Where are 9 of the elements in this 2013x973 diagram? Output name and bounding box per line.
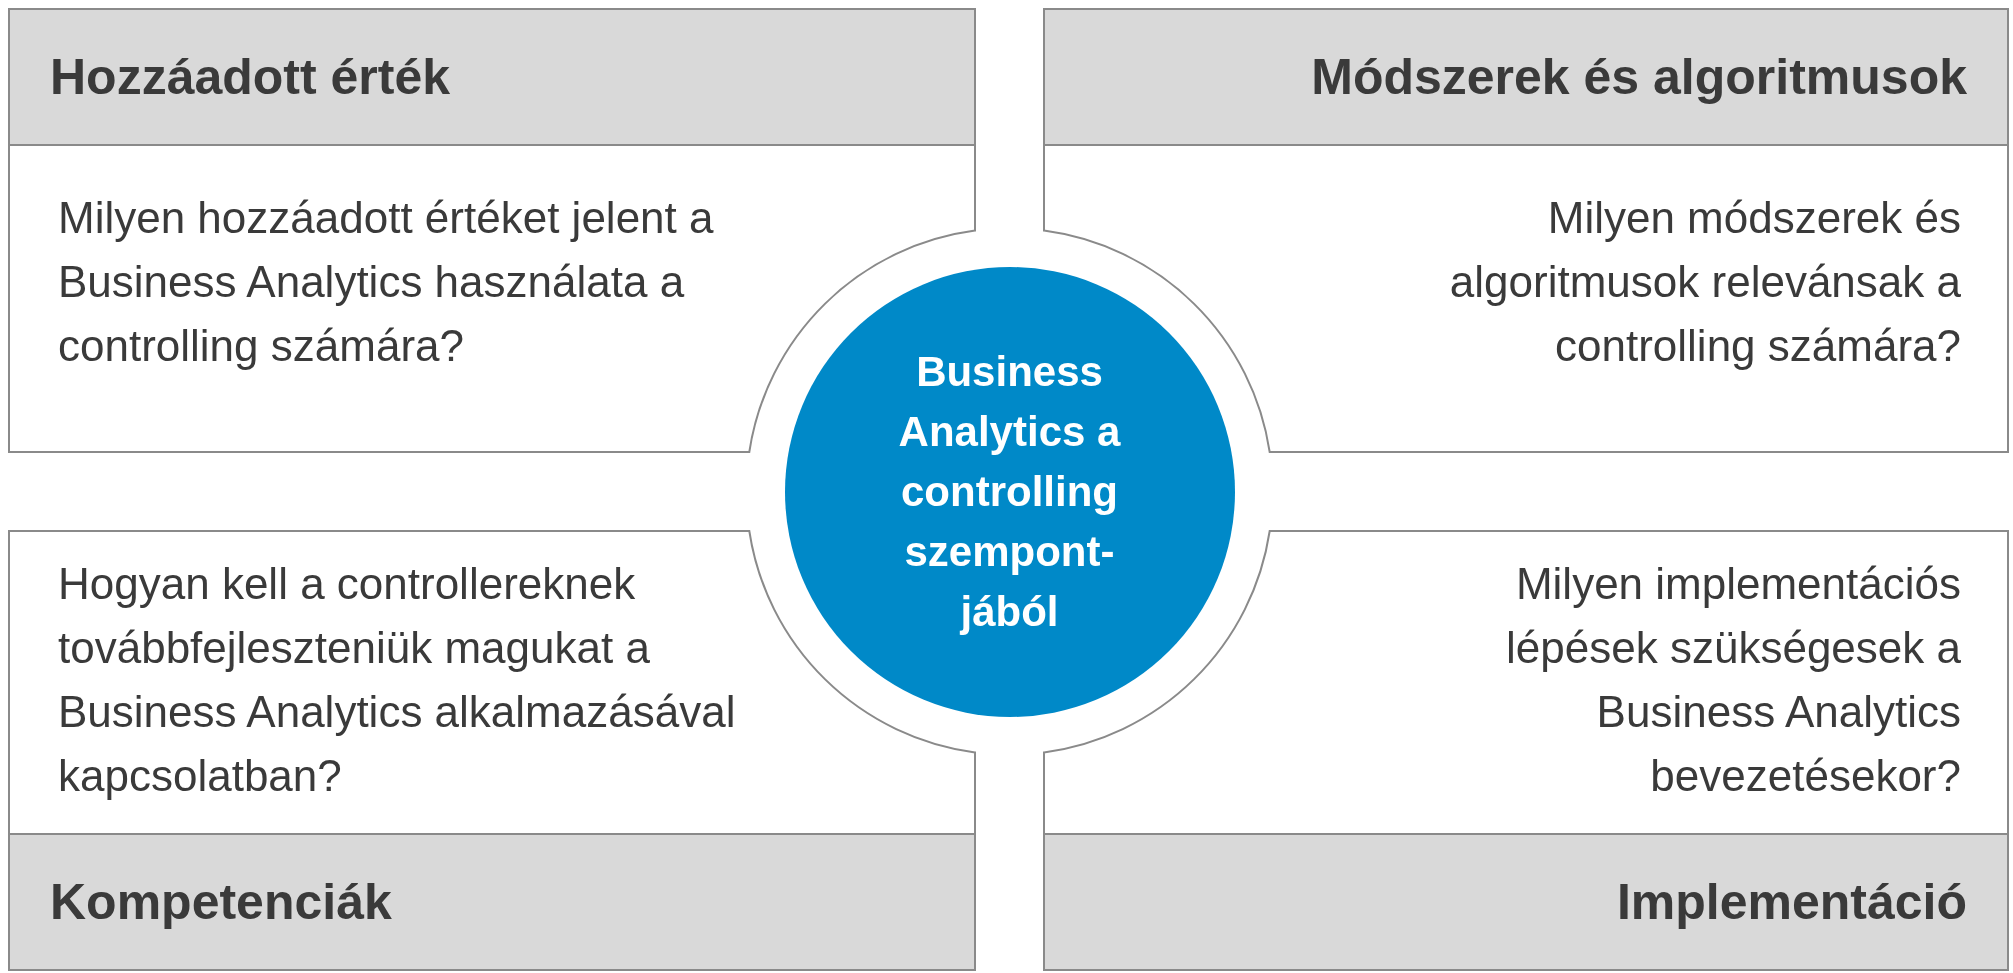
panel-heading: Implementáció	[1615, 874, 1968, 930]
panel-heading: Hozzáadott érték	[49, 49, 452, 105]
question-text: Milyen hozzáadott értéket jelent a Business Analytics használata a controlling számára?	[58, 192, 715, 372]
panel-heading: Módszerek és algoritmusok	[1310, 49, 1968, 105]
center-label: Business Analytics a controlling szempont-jából	[897, 346, 1122, 637]
question-text: Milyen módszerek és algoritmusok relevánsak a controlling számára?	[1448, 192, 1961, 372]
panel-heading: Kompetenciák	[49, 874, 393, 930]
question-text: Hogyan kell a controllereknek továbbfejleszteniük magukat a Business Analytics alkalmazásával kapcsolatban?	[58, 558, 737, 802]
question-text: Milyen implementációs lépések szükségesek a Business Analytics bevezetésekor?	[1505, 558, 1961, 802]
